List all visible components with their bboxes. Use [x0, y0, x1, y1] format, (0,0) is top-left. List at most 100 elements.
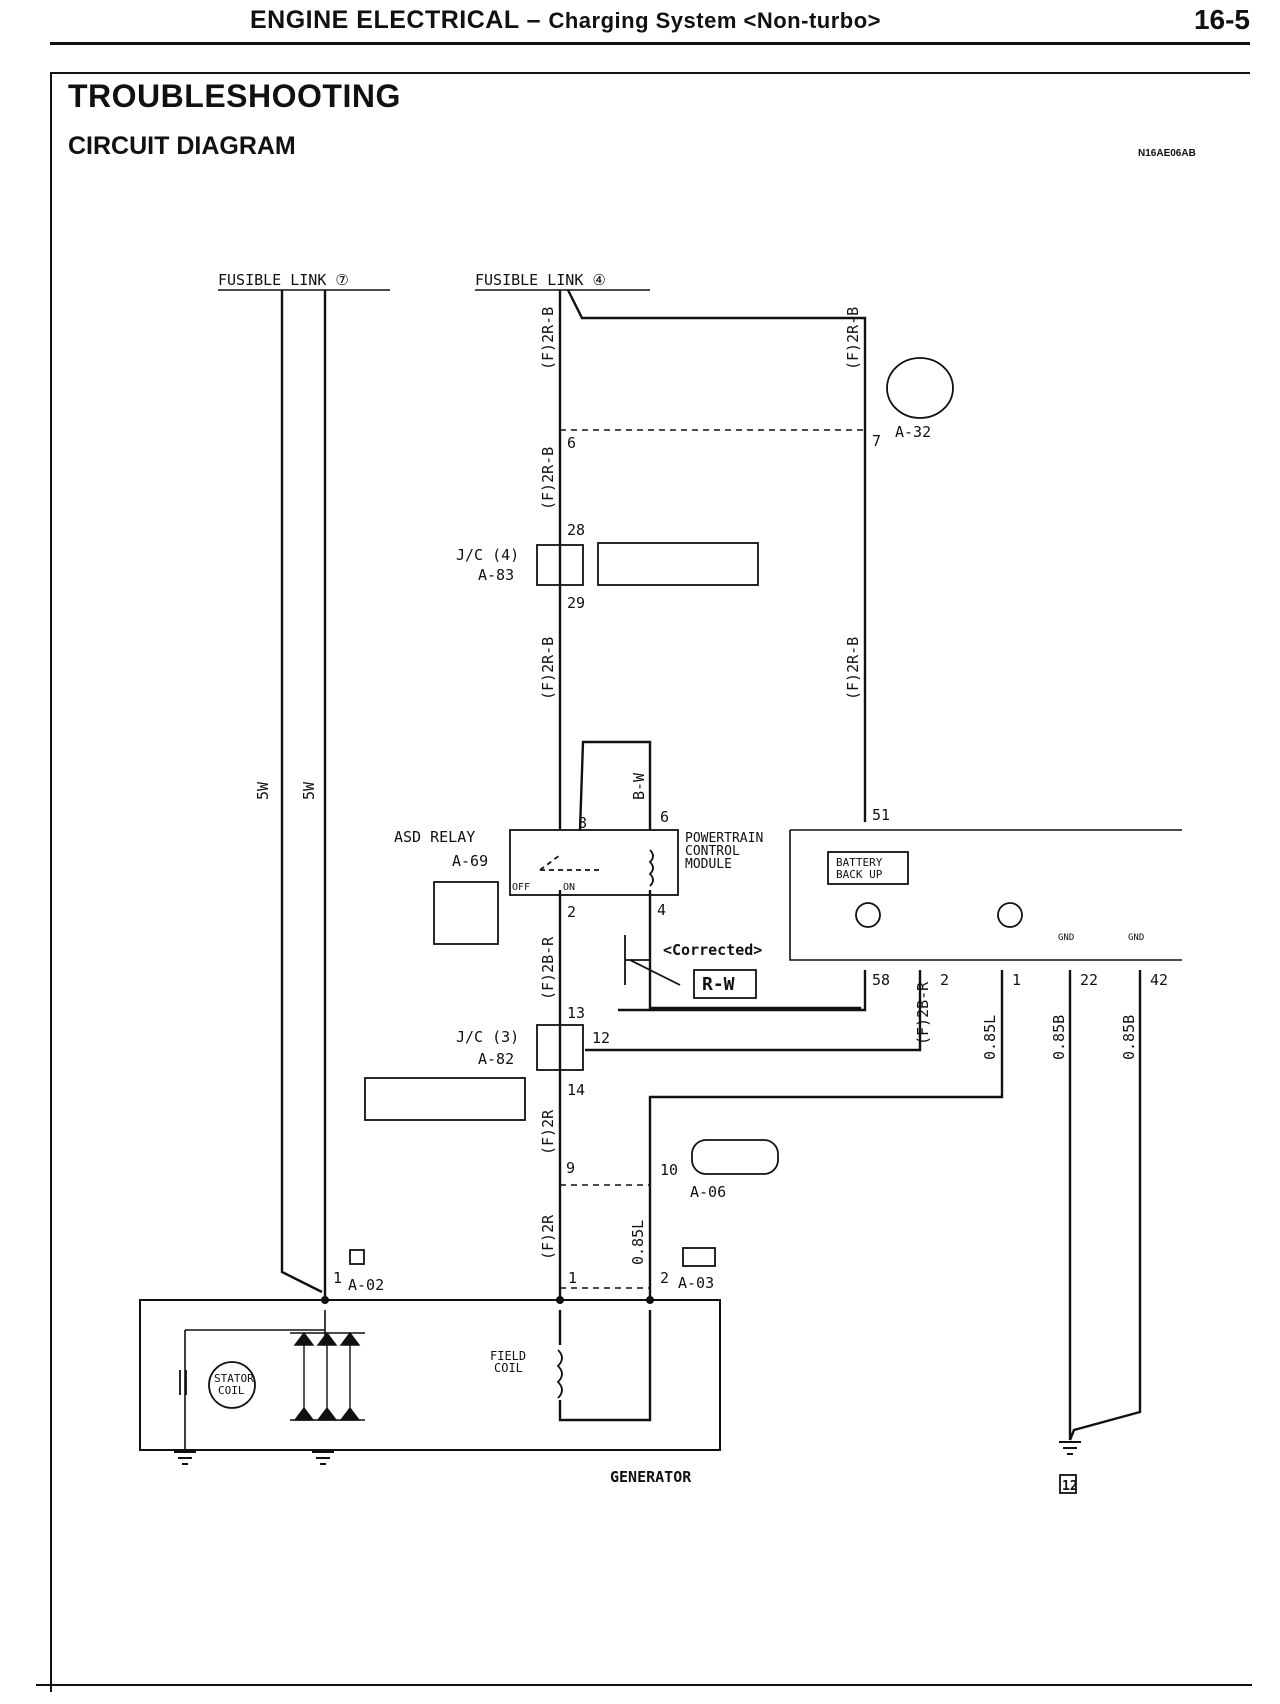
wire-label-2rb-1: (F)2R-B: [539, 307, 557, 370]
header-title-main: ENGINE ELECTRICAL: [250, 6, 520, 34]
pin-numbers: 6 7 28 29 8 6 2 4 13 12 14 9 10 1 2 1 51…: [333, 432, 1168, 1287]
wire-label-085b-1: 0.85B: [1050, 1015, 1068, 1060]
diode-bridge: [290, 1331, 365, 1421]
header-rule: [50, 42, 1250, 45]
pcm-label-line3: MODULE: [685, 857, 732, 872]
pin-10: 10: [660, 1161, 678, 1179]
wire-label-085l-2: 0.85L: [629, 1220, 647, 1265]
asd-relay-label: ASD RELAY: [394, 828, 475, 846]
wire-label-2rb-3: (F)2R-B: [539, 447, 557, 510]
wire-label-bw: B-W: [630, 772, 648, 800]
pin-1: 1: [568, 1269, 577, 1287]
field-coil-line2: COIL: [494, 1361, 523, 1375]
pin-2c: 2: [940, 971, 949, 989]
a83-conn-icon: [597, 542, 759, 586]
pin-1c: 1: [1012, 971, 1021, 989]
footer-rule: [36, 1684, 1252, 1686]
pin-2b: 2: [660, 1269, 669, 1287]
battery-backup-box: [827, 851, 909, 885]
a32-conn-icon: [886, 357, 954, 419]
pcm-label-line2: CONTROL: [685, 844, 740, 859]
pin-51: 51: [872, 806, 890, 824]
pin-22: 22: [1080, 971, 1098, 989]
jc3-label: J/C (3): [456, 1028, 519, 1046]
transistor-1-symbol: [855, 902, 881, 928]
pin-9: 9: [566, 1159, 575, 1177]
pcm-label-line1: POWERTRAIN: [685, 831, 763, 846]
relay-coil-symbol: [648, 849, 654, 887]
document-code: N16AE06AB: [1138, 148, 1196, 159]
jc3-box: [536, 1024, 584, 1071]
component-boxes: [179, 357, 1077, 1494]
junction-dots: [321, 1296, 654, 1304]
subsection-title: CIRCUIT DIAGRAM: [68, 132, 296, 160]
pin-6: 6: [567, 434, 576, 452]
content-frame: [50, 72, 1250, 1692]
corrected-connector-symbol: [624, 935, 681, 986]
pin-14: 14: [567, 1081, 585, 1099]
battery-backup-line1: BATTERY: [836, 856, 883, 869]
pin-6b: 6: [660, 808, 669, 826]
pin-7: 7: [872, 432, 881, 450]
wire-label-2rb-5: (F)2R-B: [844, 637, 862, 700]
pin-29: 29: [567, 594, 585, 612]
a82-conn-icon: [364, 1077, 526, 1121]
relay-switch-symbol: [539, 854, 600, 871]
asd-conn-icon: [433, 881, 499, 945]
capacitor-symbol: [179, 1370, 187, 1395]
a03-conn-icon: [682, 1247, 716, 1267]
wire-label-2r-2: (F)2R: [539, 1214, 557, 1260]
pin-12: 12: [592, 1029, 610, 1047]
a02-conn-icon: [349, 1249, 365, 1265]
header-title-sub: Charging System <Non-turbo>: [548, 8, 882, 33]
wires: [139, 289, 1182, 1451]
page-header-title: ENGINE ELECTRICAL – Charging System <Non…: [250, 6, 881, 35]
asd-off-label: OFF: [512, 882, 530, 893]
wire-label-2rb-2: (F)2R-B: [844, 307, 862, 370]
a06-conn-icon: [691, 1139, 779, 1175]
wire-label-rw: R-W: [702, 974, 735, 995]
pin-13: 13: [567, 1004, 585, 1022]
generator-label: GENERATOR: [610, 1468, 692, 1486]
jc4-connector-label: A-83: [478, 566, 514, 584]
connector-a06-label: A-06: [690, 1183, 726, 1201]
pin-28: 28: [567, 521, 585, 539]
field-coil-line1: FIELD: [490, 1349, 526, 1363]
wire-label-085b-2: 0.85B: [1120, 1015, 1138, 1060]
ground-tag-label: 12: [1062, 1479, 1078, 1494]
fusible-link-1-label: FUSIBLE LINK ⑦: [218, 271, 349, 289]
section-title: TROUBLESHOOTING: [68, 78, 401, 114]
page-number: 16-5: [1193, 4, 1250, 35]
asd-on-label: ON: [563, 882, 575, 893]
ground-tag-box: [1059, 1474, 1077, 1494]
wire-label-2r-1: (F)2R: [539, 1109, 557, 1155]
rw-box: [693, 969, 757, 999]
jc3-connector-label: A-82: [478, 1050, 514, 1068]
jc4-label: J/C (4): [456, 546, 519, 564]
battery-backup-line2: BACK UP: [836, 868, 883, 881]
stator-coil-symbol: [208, 1361, 256, 1409]
jc4-box: [536, 544, 584, 586]
asd-relay-box: [509, 829, 679, 896]
pin-8: 8: [578, 814, 587, 832]
gnd-label-2: GND: [1128, 933, 1144, 943]
pin-2: 2: [567, 903, 576, 921]
ground-symbols: [174, 1441, 1081, 1465]
diagram-labels: FUSIBLE LINK ⑦ FUSIBLE LINK ④ (F)2R-B (F…: [214, 271, 1144, 1494]
connector-a03-label: A-03: [678, 1274, 714, 1292]
wire-label-2br-2: (F)2B-R: [914, 981, 932, 1045]
wire-label-2br-1: (F)2B-R: [539, 936, 557, 1000]
pin-58: 58: [872, 971, 890, 989]
wire-label-5w-1: 5W: [254, 781, 272, 800]
corrected-label: <Corrected>: [663, 941, 762, 959]
pin-42: 42: [1150, 971, 1168, 989]
wire-label-2rb-4: (F)2R-B: [539, 637, 557, 700]
stator-coil-line1: STATOR: [214, 1372, 254, 1385]
header-title-dash: –: [519, 6, 549, 34]
gnd-label-1: GND: [1058, 933, 1074, 943]
asd-relay-connector-label: A-69: [452, 852, 488, 870]
transistor-2-symbol: [997, 902, 1023, 928]
pin-1b: 1: [333, 1269, 342, 1287]
stator-coil-line2: COIL: [218, 1384, 245, 1397]
